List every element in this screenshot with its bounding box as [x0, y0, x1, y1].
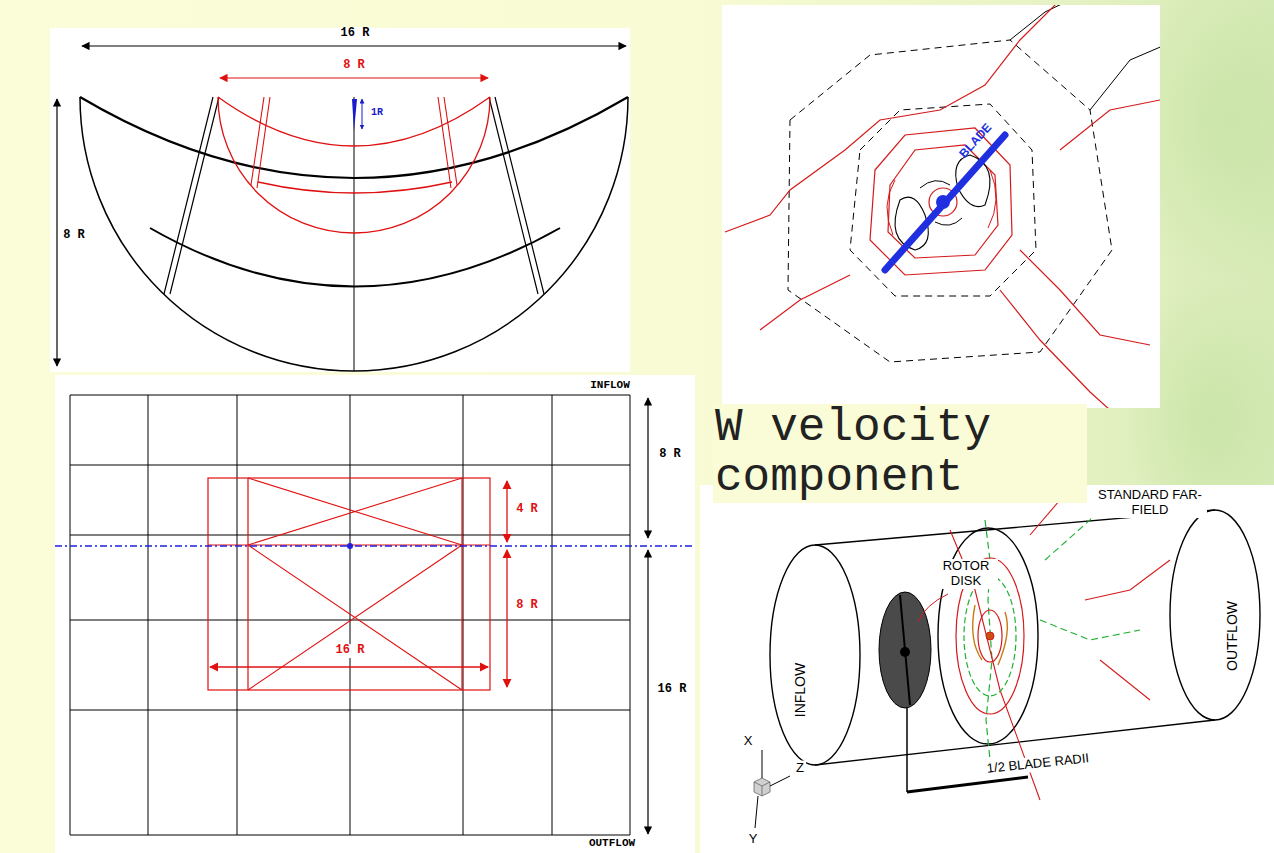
rectangular-grid-panel	[248, 478, 462, 690]
semicircle-grid-panel	[80, 97, 628, 371]
dimension-label: 16 R	[656, 683, 689, 697]
semicircle-grid-panel	[489, 97, 544, 294]
semicircle-grid-panel	[352, 99, 357, 131]
cylinder-panel	[906, 708, 908, 792]
cylinder-panel	[815, 510, 1215, 765]
rectangular-grid-panel	[647, 550, 648, 834]
axis-label: Z	[794, 761, 806, 776]
semicircle-grid-panel	[82, 45, 626, 46]
dimension-label: 1R	[369, 107, 385, 119]
dimension-label: 4 R	[514, 503, 540, 517]
contour-panel	[725, 5, 1160, 408]
semicircle-grid-panel	[56, 99, 57, 366]
cylinder-panel	[964, 576, 1016, 696]
semicircle-grid-panel	[251, 97, 270, 188]
contour-panel	[725, 5, 1060, 232]
semicircle-grid-panel	[220, 77, 488, 78]
dimension-label: 8 R	[514, 599, 540, 613]
boundary-label: INFLOW	[792, 661, 808, 719]
cylinder-panel	[879, 592, 931, 708]
contour-panel	[1000, 250, 1150, 408]
cylinder-panel	[986, 632, 994, 640]
dimension-label: 8 R	[657, 448, 683, 462]
semicircle-grid-panel	[218, 97, 490, 146]
rectangular-grid-panel	[70, 395, 630, 835]
cylinder-panel	[978, 610, 1002, 662]
dimension-label: 8 R	[61, 229, 87, 243]
rectangular-grid-panel	[208, 478, 490, 690]
rectangular-grid-panel	[70, 395, 630, 835]
cylinder-panel	[1170, 510, 1260, 720]
semicircle-grid-panel	[438, 97, 457, 188]
semicircle-grid-panel	[258, 182, 452, 193]
part-label: ROTOR DISK	[934, 559, 998, 589]
semicircle-grid-panel	[50, 28, 630, 372]
contour-panel	[870, 128, 1012, 275]
contour-panel	[885, 135, 1005, 270]
rectangular-grid-panel	[506, 481, 507, 542]
contour-panel	[722, 0, 1165, 410]
cylinder-panel	[950, 500, 1170, 800]
cylinder-panel	[700, 485, 1274, 853]
rectangular-grid-panel	[347, 543, 353, 549]
panel-title: W velocity component	[713, 404, 1087, 503]
cylinder-panel	[918, 594, 948, 622]
semicircle-grid-panel	[218, 97, 490, 233]
contour-panel	[788, 40, 1112, 362]
rectangular-grid-panel	[55, 375, 695, 853]
rectangular-grid-panel	[208, 478, 490, 690]
contour-panel	[887, 170, 996, 235]
axis-label: Y	[747, 832, 760, 847]
cylinder-panel	[770, 545, 860, 765]
cylinder-panel	[754, 778, 770, 796]
dimension-label: 8 R	[341, 59, 367, 73]
rectangular-grid-panel	[55, 545, 695, 547]
cylinder-panel	[973, 605, 1008, 665]
cylinder-panel	[900, 595, 910, 705]
semicircle-grid-panel	[354, 97, 355, 371]
contour-panel	[936, 195, 950, 209]
cylinder-panel	[754, 782, 770, 796]
rectangular-grid-panel	[647, 398, 648, 538]
boundary-label: STANDARD FAR-FIELD	[1093, 488, 1207, 518]
boundary-label: INFLOW	[588, 379, 632, 392]
cylinder-panel	[900, 647, 910, 657]
dimension-label: 16 R	[339, 27, 372, 41]
contour-panel	[760, 100, 1160, 330]
axis-label: X	[742, 734, 755, 749]
cylinder-panel	[700, 485, 1274, 853]
contour-panel	[1010, 5, 1160, 110]
semicircle-grid-panel	[164, 97, 219, 294]
rectangular-grid-panel	[506, 550, 507, 687]
semicircle-grid-panel	[150, 228, 560, 287]
contour-panel	[850, 104, 1036, 296]
contour-panel	[722, 5, 1160, 408]
rectangular-grid-panel	[210, 666, 488, 667]
boundary-label: OUTFLOW	[587, 837, 637, 850]
rectangular-grid-panel	[55, 375, 695, 853]
semicircle-grid-panel	[362, 99, 363, 129]
semicircle-grid-panel	[50, 28, 630, 372]
cylinder-panel	[907, 777, 1028, 792]
boundary-label: OUTFLOW	[1224, 599, 1240, 673]
dimension-label: 16 R	[334, 644, 367, 658]
cylinder-panel	[755, 750, 790, 828]
